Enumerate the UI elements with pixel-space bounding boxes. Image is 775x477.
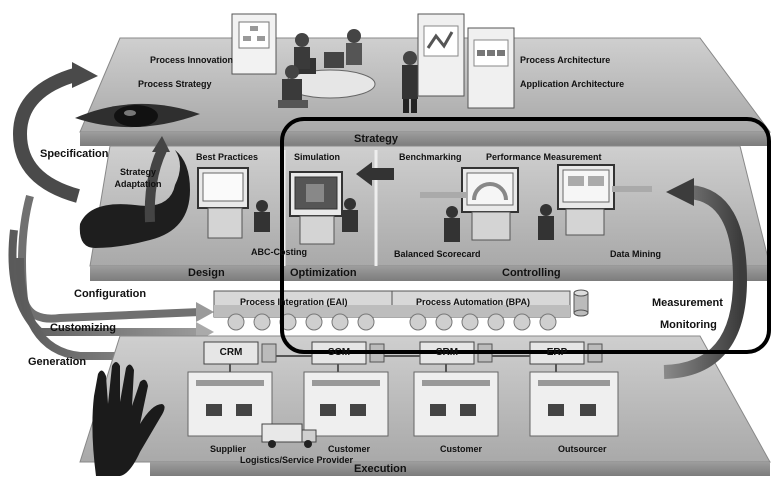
label-benchmarking: Benchmarking	[399, 152, 462, 162]
system-label-erp: ERP	[546, 347, 568, 358]
system-label-scm: SCM	[327, 347, 351, 358]
system-label-crm: CRM	[219, 347, 243, 358]
label-performance-measurement: Performance Measurement	[486, 152, 602, 162]
execution-systems-illustration	[187, 341, 619, 448]
label-process-architecture: Process Architecture	[520, 55, 611, 65]
party-label-supplier: Supplier	[210, 444, 247, 454]
optimization-band-label: Optimization	[290, 267, 357, 279]
label-configuration: Configuration	[74, 288, 147, 300]
arrow-controlling-to-optimization	[356, 162, 394, 186]
integration-bar	[213, 289, 589, 331]
strategy-meeting-illustration	[231, 13, 515, 113]
label-strategy-adaptation-line2: Adaptation	[114, 179, 162, 189]
flat-hand-icon	[79, 150, 190, 248]
party-label-outsourcer: Outsourcer	[558, 444, 607, 454]
raised-hand-icon	[92, 362, 165, 476]
label-measurement: Measurement	[652, 297, 723, 309]
label-abc-costing: ABC-Costing	[251, 247, 307, 257]
label-specification: Specification	[40, 148, 109, 160]
label-customizing: Customizing	[50, 322, 116, 334]
design-band-label: Design	[188, 267, 225, 279]
label-process-strategy: Process Strategy	[138, 79, 212, 89]
party-label-customer-2: Customer	[440, 444, 483, 454]
label-logistics-service-provider: Logistics/Service Provider	[240, 455, 354, 465]
label-strategy-adaptation-line1: Strategy	[119, 167, 156, 177]
label-simulation: Simulation	[294, 152, 341, 162]
measurement-monitoring-arrow	[663, 178, 748, 379]
controlling-highlight-frame	[280, 117, 771, 354]
label-application-architecture: Application Architecture	[520, 79, 625, 89]
specification-arrow	[12, 62, 98, 203]
controlling-band-label: Controlling	[502, 267, 561, 279]
label-data-mining: Data Mining	[610, 249, 661, 259]
label-balanced-scorecard: Balanced Scorecard	[394, 249, 481, 259]
label-monitoring: Monitoring	[660, 319, 717, 331]
label-process-automation-bpa: Process Automation (BPA)	[416, 297, 531, 307]
eye-icon	[75, 103, 200, 128]
strategy-adaptation-arrow	[144, 136, 170, 223]
workstations-middle	[197, 164, 652, 245]
system-label-srm: SRM	[435, 347, 459, 358]
label-process-integration-eai: Process Integration (EAI)	[240, 297, 348, 307]
middle-plate	[89, 145, 771, 281]
execution-band-label: Execution	[354, 463, 407, 475]
label-best-practices: Best Practices	[196, 152, 259, 162]
label-generation: Generation	[28, 356, 87, 368]
label-process-innovation: Process Innovation	[150, 55, 234, 65]
party-label-customer-1: Customer	[328, 444, 371, 454]
strategy-band-label: Strategy	[354, 133, 399, 145]
